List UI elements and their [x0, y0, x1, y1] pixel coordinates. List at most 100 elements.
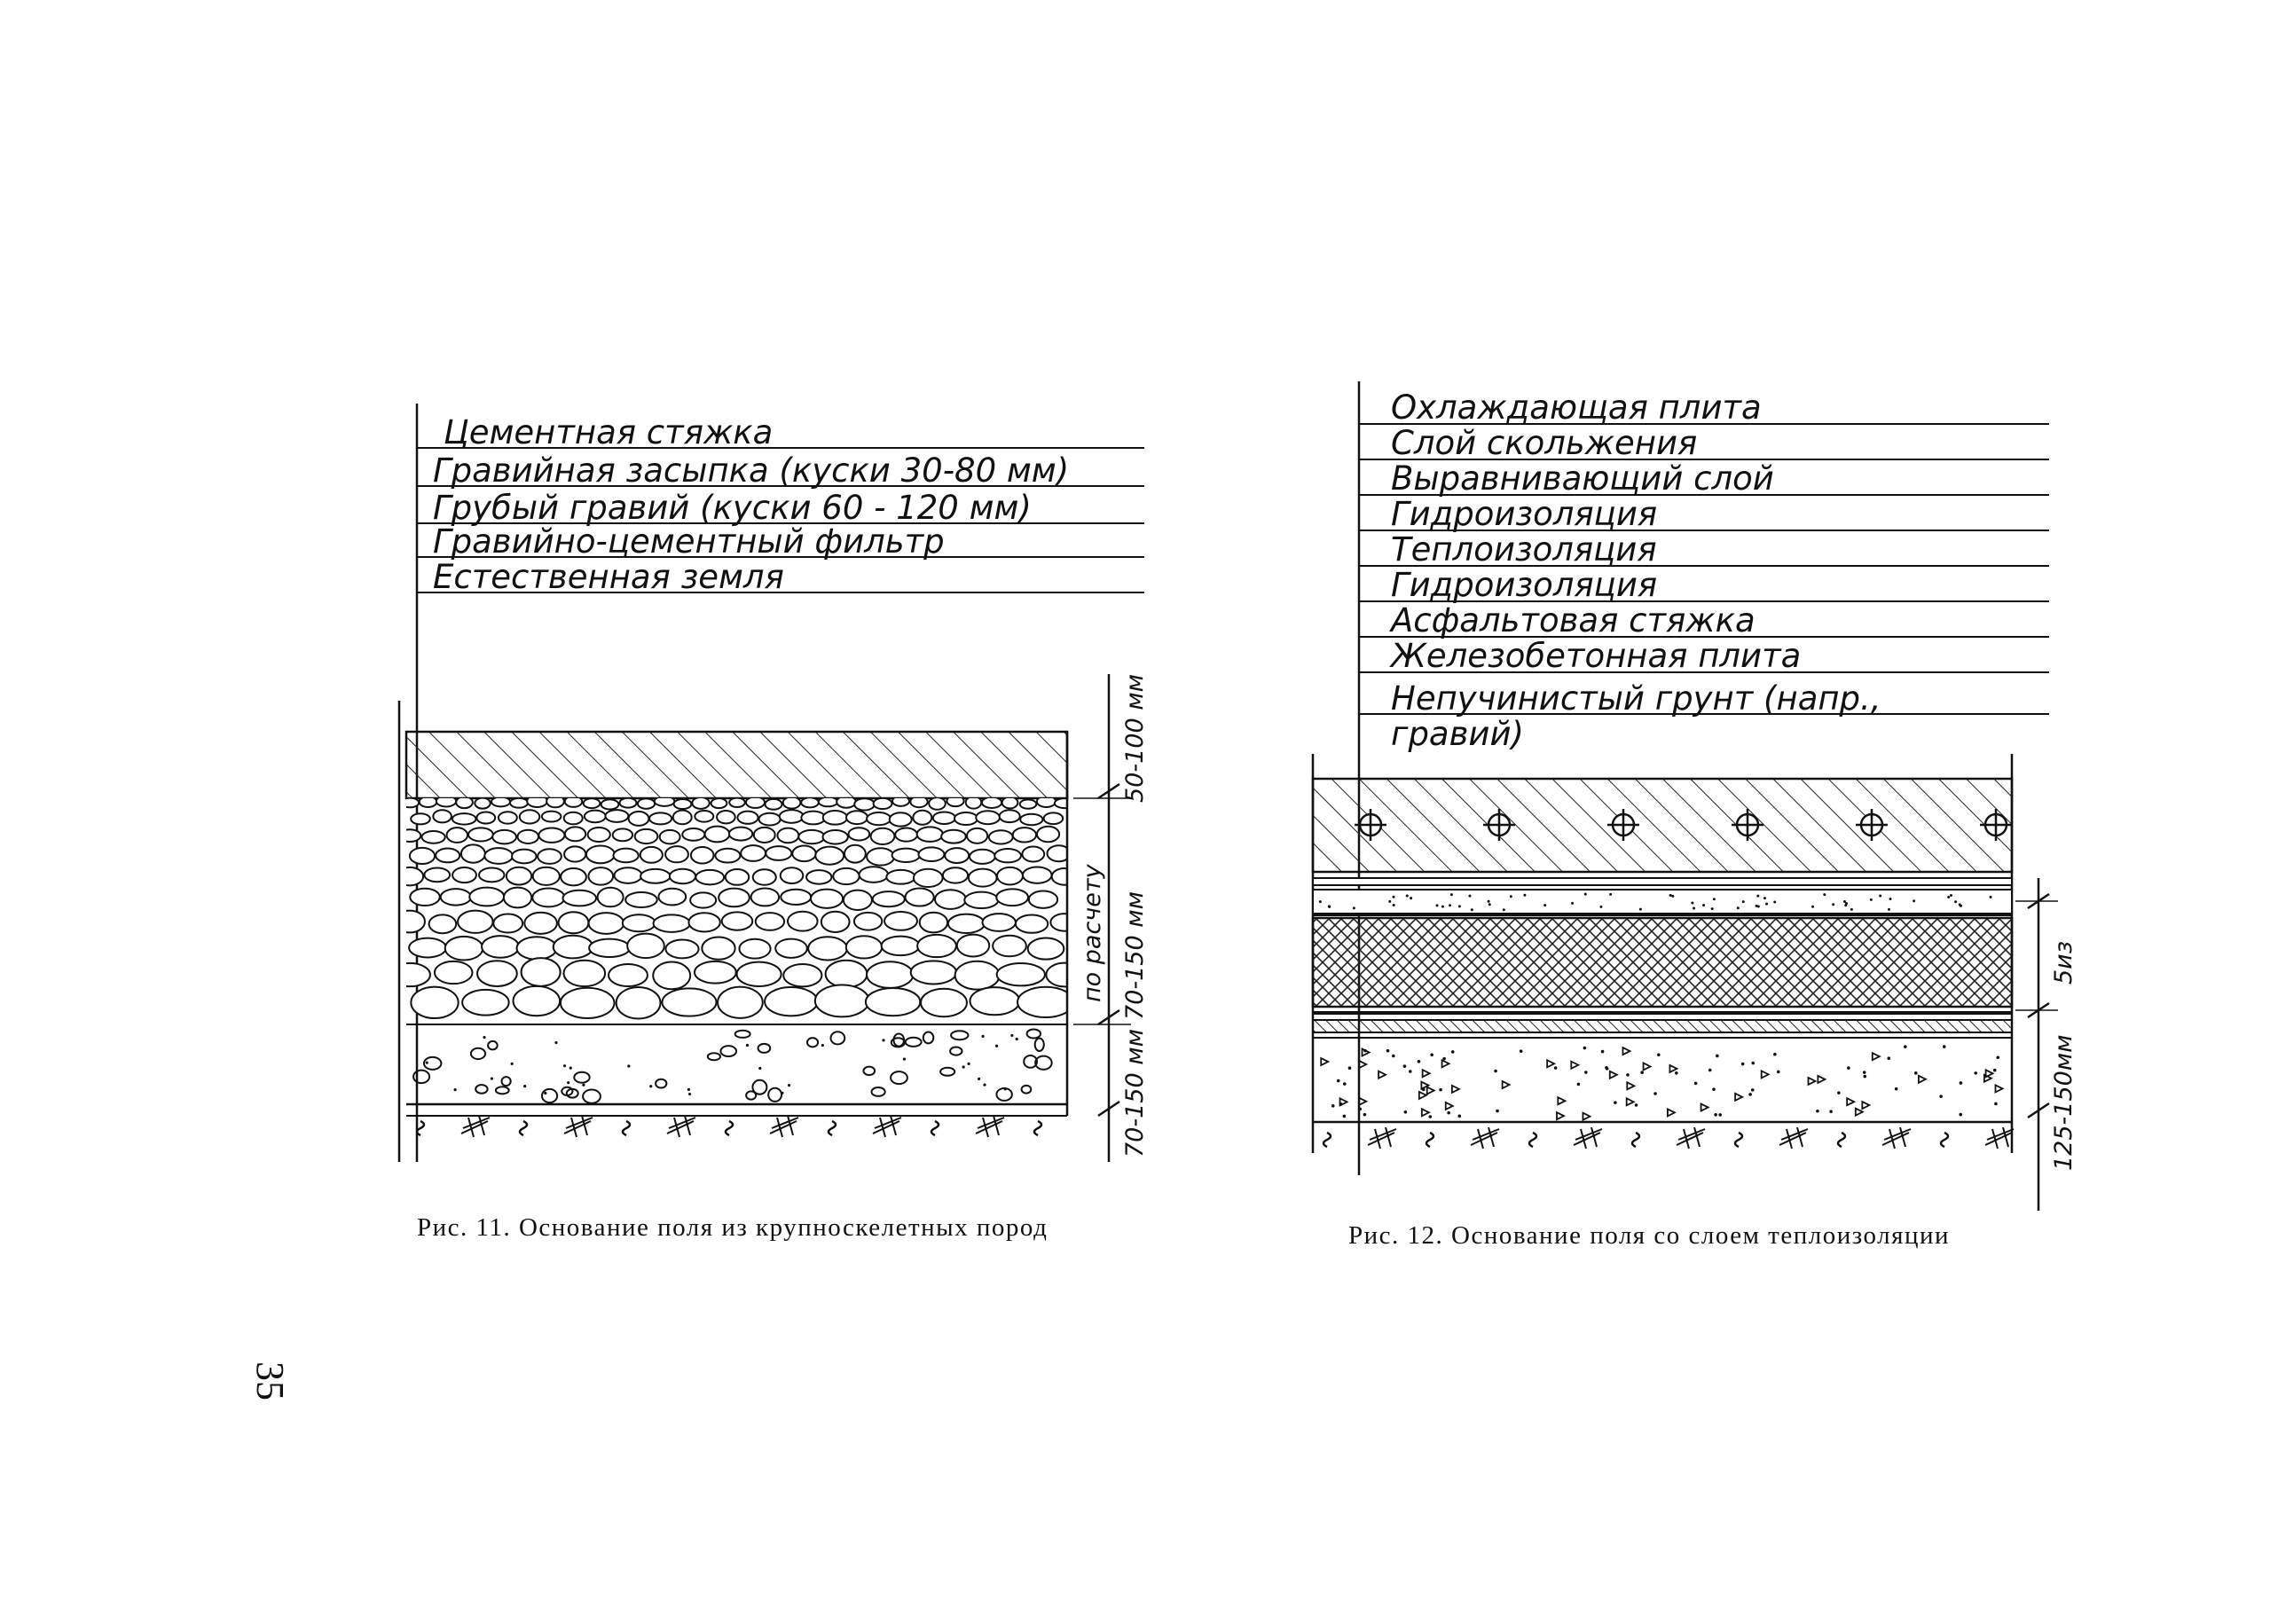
figure-12: Охлаждающая плита Слой скольжения Выравн… — [1311, 381, 2078, 1250]
pebble — [461, 988, 510, 1016]
gravel-dot — [821, 1043, 824, 1047]
aggregate-dot — [1600, 1049, 1605, 1054]
aggregate — [1441, 1058, 1451, 1069]
pebble — [944, 847, 970, 864]
pipe-cross — [1856, 809, 1888, 841]
aggregate — [1570, 1060, 1581, 1071]
pebble — [774, 938, 808, 959]
pebble — [995, 962, 1046, 987]
pebble — [975, 810, 1001, 826]
pebble — [915, 826, 944, 843]
aggregate-dot — [1939, 1094, 1943, 1098]
pebble — [481, 935, 520, 959]
dimension-label: 5из — [2050, 941, 2078, 985]
pebble — [845, 810, 868, 826]
coarse-gravel-layer — [406, 798, 1067, 1020]
sand-dot — [1392, 904, 1395, 907]
pebble — [518, 809, 541, 825]
leveling-layer-texture — [1318, 892, 1992, 912]
pebble — [797, 828, 826, 845]
aggregate-dot — [1363, 1112, 1367, 1117]
pebble — [871, 890, 906, 908]
pebble — [563, 798, 584, 808]
pebble — [661, 987, 718, 1017]
pebble — [672, 809, 693, 826]
gravel-stone — [829, 1031, 846, 1046]
gravel-stone — [767, 1087, 783, 1102]
gravel-stone — [745, 1090, 758, 1101]
aggregate — [1582, 1111, 1592, 1122]
pebble — [406, 866, 425, 887]
pebble — [888, 812, 913, 828]
pebble — [710, 798, 728, 810]
pebble — [1045, 961, 1067, 988]
aggregate — [1320, 1056, 1331, 1067]
aggregate — [1854, 1107, 1865, 1118]
gravel-dot — [582, 1083, 585, 1087]
pebble — [820, 910, 851, 933]
gravel-dot — [523, 1085, 527, 1088]
pebble — [866, 961, 915, 989]
gravel-dot — [453, 1088, 457, 1092]
pebble — [787, 910, 819, 932]
aggregate-dot — [1347, 1066, 1352, 1070]
sand-dot — [1457, 905, 1461, 908]
gravel-stone — [995, 1087, 1013, 1102]
pebble — [751, 868, 777, 886]
earth-mark — [1528, 1131, 1538, 1149]
aggregate-dot — [1331, 1103, 1335, 1108]
aggregate-dot — [1816, 1109, 1819, 1113]
pebble — [892, 798, 910, 807]
sand-dot — [1765, 902, 1769, 906]
sand-dot — [1599, 905, 1603, 908]
aggregate-dot — [1342, 1082, 1347, 1086]
aggregate-dot — [1519, 1049, 1523, 1053]
pebble — [562, 959, 607, 988]
sand-dot — [1638, 907, 1642, 911]
pebble — [764, 798, 783, 811]
pebble — [604, 809, 630, 823]
gravel-dot — [567, 1081, 570, 1085]
pebble — [531, 866, 561, 886]
pebble — [809, 888, 844, 909]
gravel-dot — [962, 1065, 965, 1069]
pebble — [1017, 985, 1067, 1018]
gravel-stone — [870, 1087, 886, 1097]
pebble — [563, 845, 587, 863]
gravel-dot — [649, 1085, 653, 1088]
pebble — [994, 848, 1022, 864]
pebble — [955, 933, 991, 958]
pebble — [1035, 825, 1061, 843]
pebble — [842, 889, 873, 911]
pebble — [695, 868, 726, 886]
gravel-stone — [573, 1071, 591, 1084]
pebble — [968, 848, 996, 865]
gravel-stone — [565, 1087, 579, 1099]
pebble — [1014, 914, 1049, 934]
pebble — [1021, 845, 1046, 863]
fig11-layer-label: Гравийная засыпка (куски 30-80 мм) — [433, 451, 1069, 490]
pebble — [505, 866, 533, 886]
earth-mark — [666, 1115, 696, 1138]
pebble — [492, 913, 524, 934]
pebble — [445, 827, 469, 843]
sand-dot — [1669, 893, 1672, 897]
gravel-cement-filter-layer — [412, 1028, 1053, 1104]
pebble — [807, 936, 848, 961]
pebble — [428, 914, 458, 935]
pebble — [872, 798, 893, 811]
pebble — [406, 909, 426, 934]
pebble — [511, 848, 538, 865]
figure-11-labels: Цементная стяжка Гравийная засыпка (куск… — [417, 413, 1144, 596]
fig11-layer-label: Естественная земля — [433, 558, 784, 596]
aggregate-dot — [1773, 1052, 1777, 1056]
dimension-label: 125-150мм — [2050, 1034, 2078, 1171]
pebble — [626, 932, 665, 960]
pebble — [909, 798, 929, 809]
pebble — [800, 798, 820, 809]
gravel-dot — [510, 1062, 514, 1065]
sand-dot — [1571, 901, 1575, 905]
sand-dot — [1889, 898, 1892, 901]
sand-dot — [1502, 908, 1505, 912]
pebble — [916, 933, 957, 959]
